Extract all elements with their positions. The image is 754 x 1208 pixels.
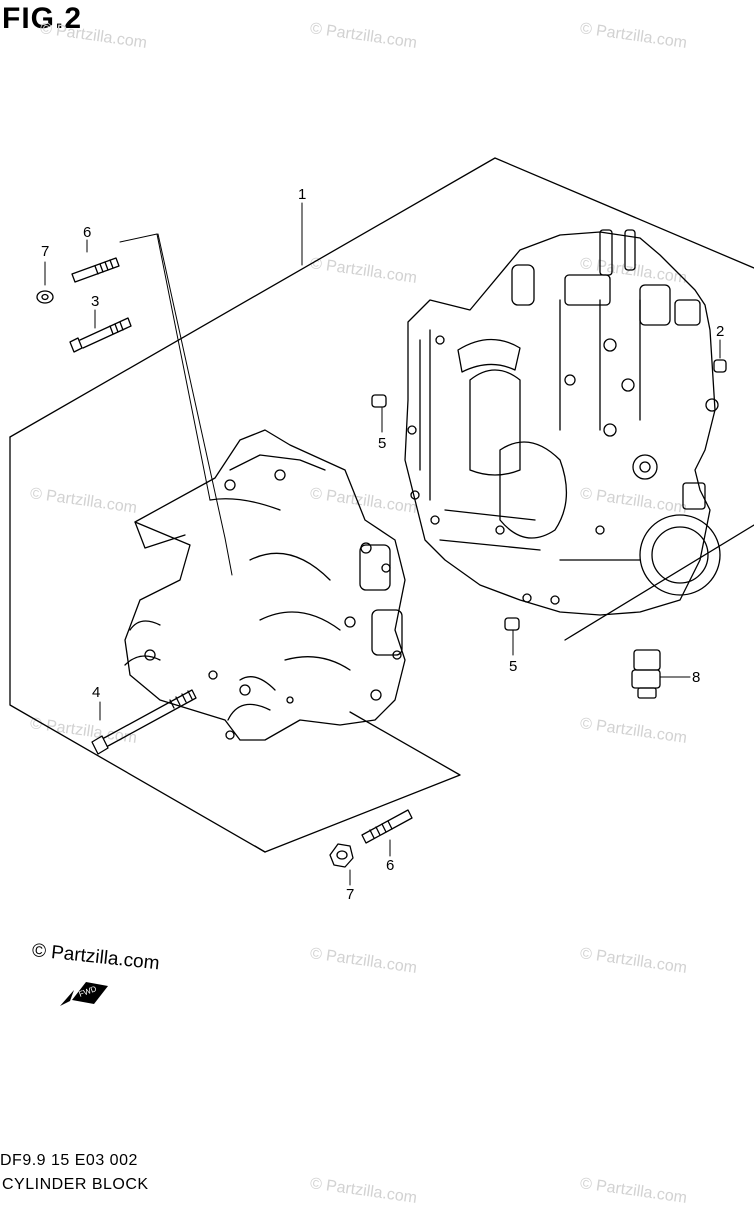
nut-part-7-top (36, 290, 54, 304)
forward-direction-arrow: FWD (60, 982, 108, 1006)
sensor-part-8 (631, 649, 661, 699)
callout-label: 8 (692, 669, 700, 686)
stud-part-6-top (71, 257, 120, 283)
callout-labels: 1 2 3 4 5 5 6 6 7 7 8 (41, 186, 724, 903)
callout-label: 7 (41, 243, 49, 260)
dowel-pin-part-2 (713, 359, 727, 373)
bolt-part-3 (69, 317, 132, 353)
callout-label: 2 (716, 323, 724, 340)
nut-part-7-bottom (329, 843, 354, 868)
callout-label: 5 (378, 435, 386, 452)
dowel-pin-part-5-bottom (504, 617, 520, 631)
crankcase-half (124, 429, 406, 741)
leader-lines (44, 202, 721, 886)
callout-label: 4 (92, 684, 100, 701)
figure-title: FIG.2 (2, 2, 83, 35)
callout-label: 3 (91, 293, 99, 310)
diagram-code: DF9.9 15 E03 002 (0, 1152, 138, 1169)
dowel-pin-part-5-top (371, 394, 387, 408)
callout-label: 7 (346, 886, 354, 903)
cylinder-block (404, 229, 721, 616)
stud-part-6-bottom (361, 809, 413, 844)
bolt-part-4 (91, 689, 197, 755)
diagram-name: CYLINDER BLOCK (2, 1176, 149, 1193)
assembly-bracket-outline (9, 157, 754, 853)
callout-label: 1 (298, 186, 306, 203)
callout-label: 5 (509, 658, 517, 675)
callout-label: 6 (386, 857, 394, 874)
callout-label: 6 (83, 224, 91, 241)
